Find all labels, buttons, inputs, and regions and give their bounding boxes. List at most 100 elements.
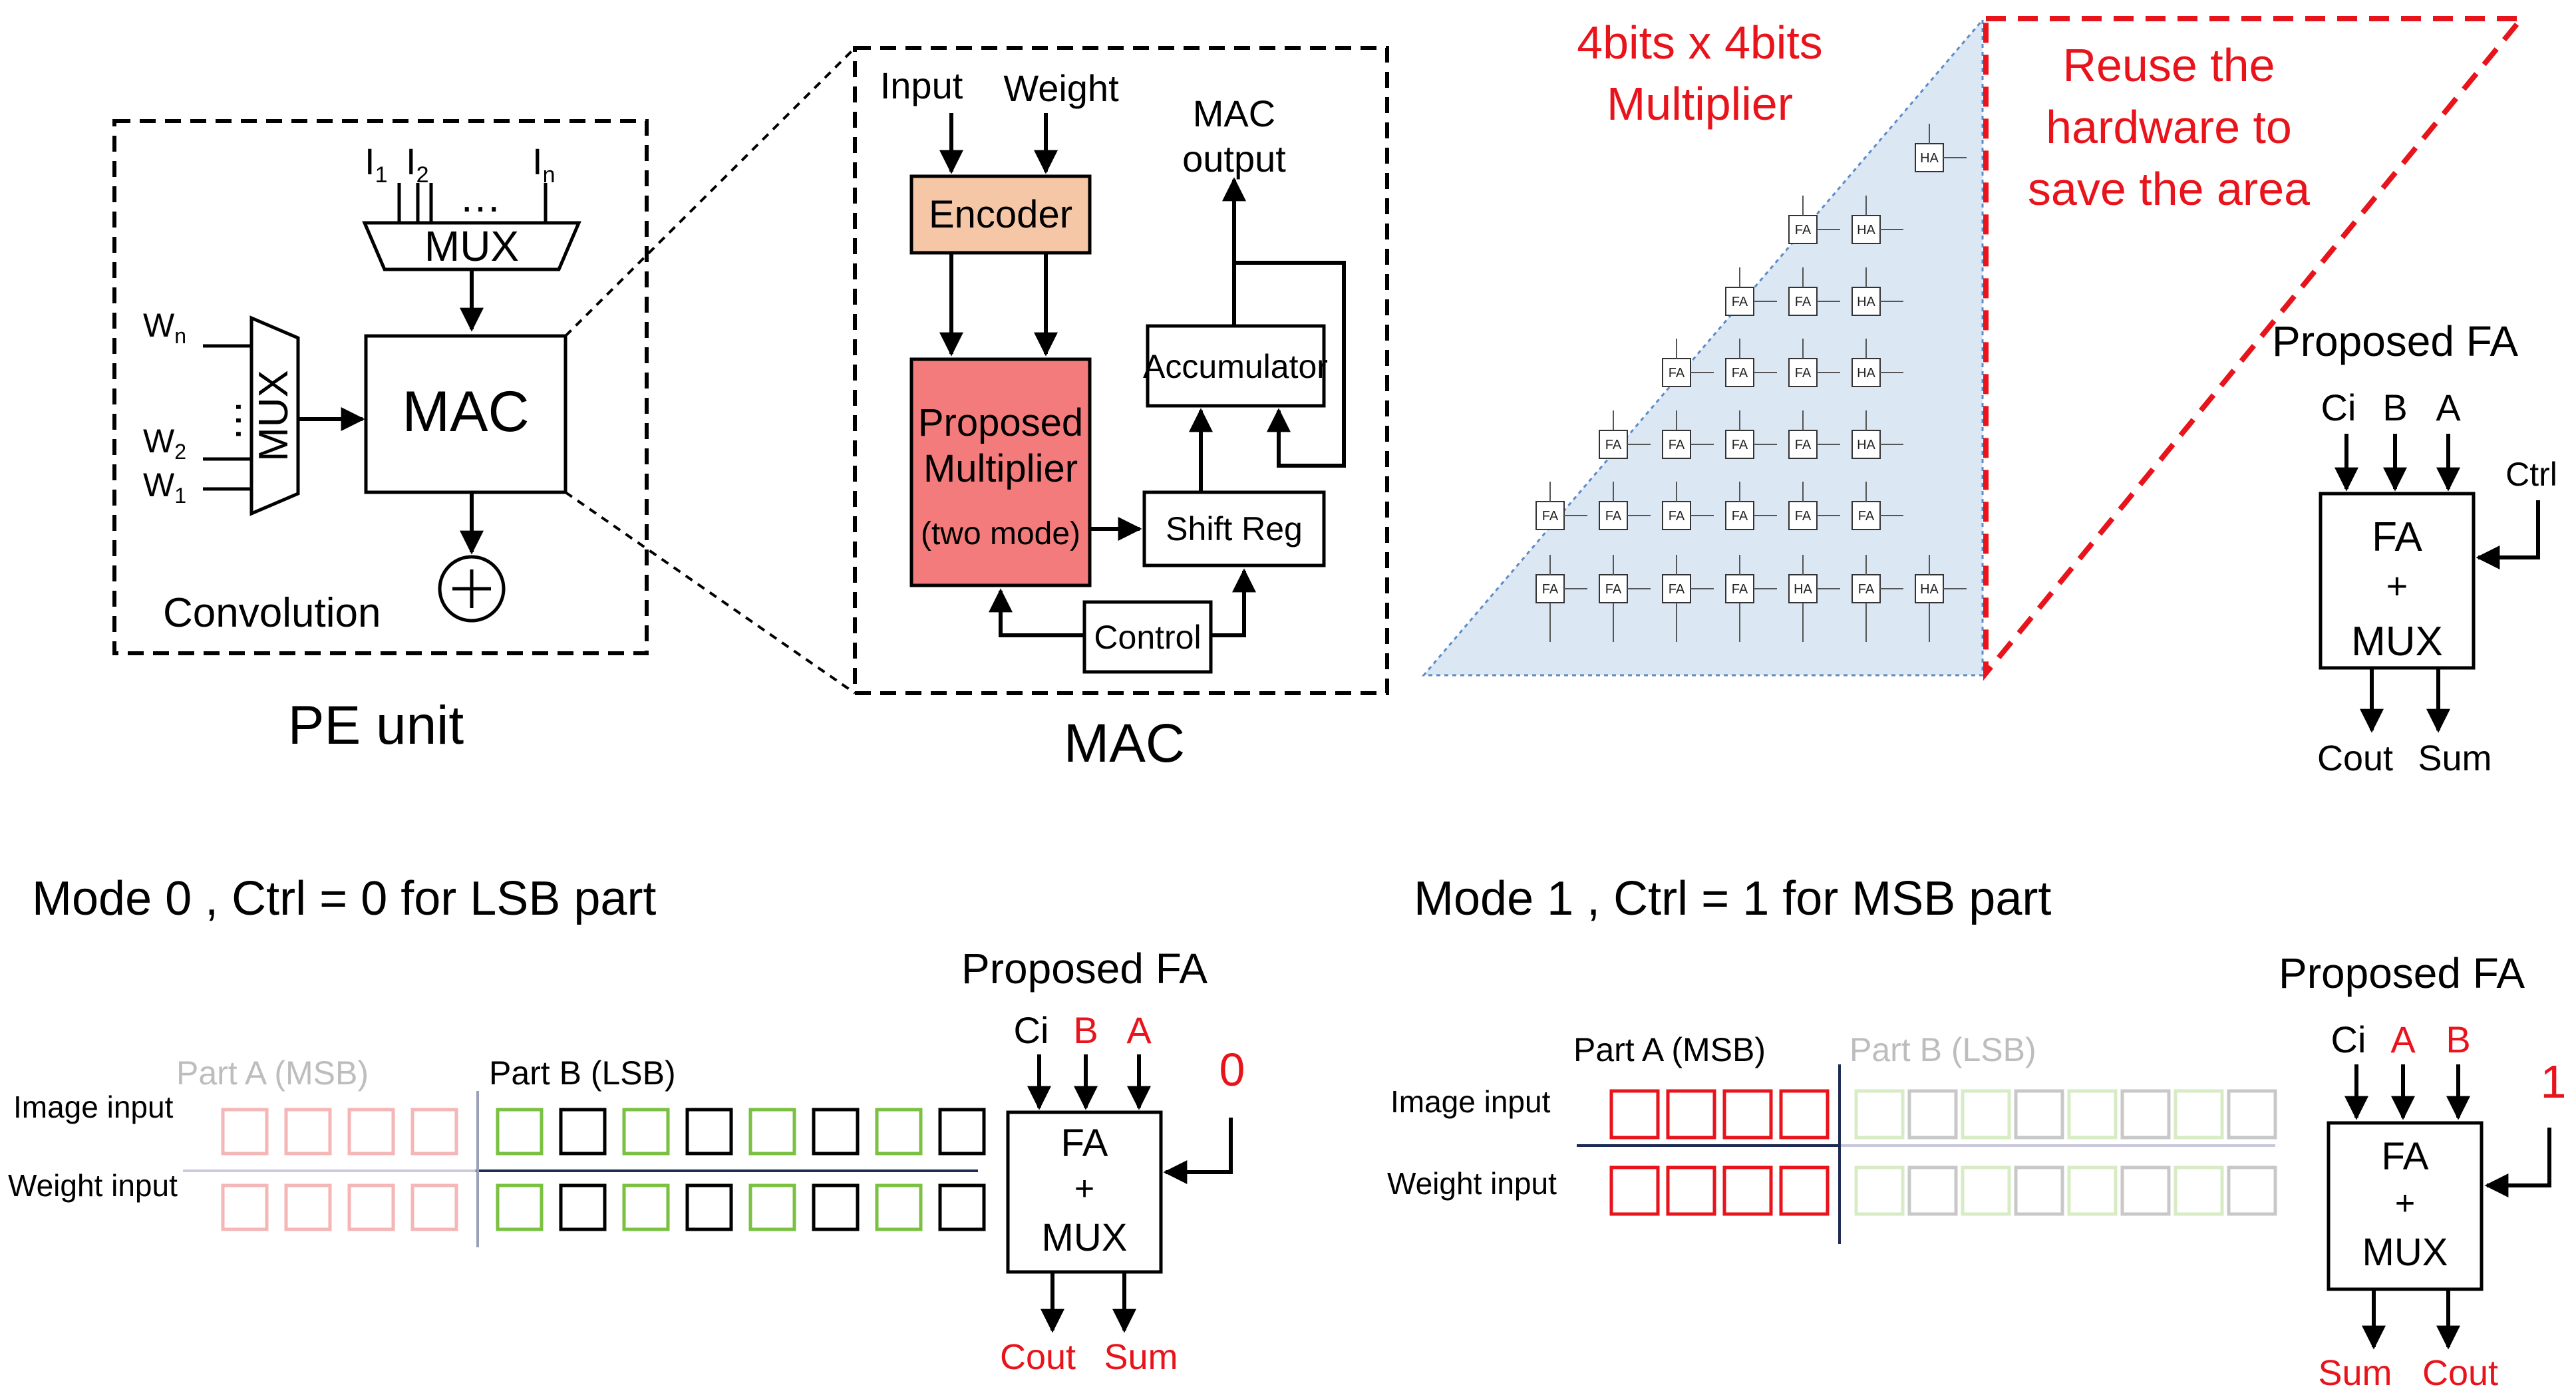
bit-box [2120, 1165, 2171, 1216]
multiplier-cell-label: FA [1542, 582, 1559, 597]
pe-w-2: W2 [143, 422, 186, 464]
mac-caption: MAC [1064, 713, 1185, 774]
mode1-bit-boxes [1609, 1089, 2277, 1216]
bit-box [496, 1108, 544, 1156]
multiplier-cell-label: FA [1669, 438, 1685, 452]
proposed-multiplier-label-2: Multiplier [923, 447, 1078, 490]
pe-unit-caption: PE unit [288, 695, 464, 756]
mode0-part-b: Part B (LSB) [489, 1054, 676, 1092]
multiplier-cell-label: FA [1732, 295, 1748, 309]
multiplier-cell-label: FA [1605, 582, 1622, 597]
bit-box [1609, 1089, 1660, 1140]
mode-0-panel: Mode 0 , Ctrl = 0 for LSB part Part A (M… [8, 872, 1245, 1377]
bit-box [1722, 1165, 1773, 1216]
bit-box [2067, 1089, 2118, 1140]
multiplier-cell-fa [1662, 501, 1691, 530]
bit-box [2067, 1165, 2118, 1216]
mode1-fa-title: Proposed FA [2279, 949, 2525, 997]
accumulator-block [1146, 324, 1326, 408]
bit-box [812, 1108, 860, 1156]
mode1-part-a: Part A (MSB) [1573, 1031, 1766, 1068]
bit-box [221, 1183, 269, 1231]
mac-output-label-2: output [1182, 138, 1286, 180]
bit-box [812, 1183, 860, 1231]
multiplier-cell-label: HA [1920, 151, 1939, 166]
accumulator-label: Accumulator [1143, 348, 1328, 385]
pe-dashed-border [112, 119, 649, 655]
pe-mac-label: MAC [402, 380, 529, 444]
mode1-weight-input: Weight input [1387, 1166, 1557, 1201]
bit-box [622, 1108, 670, 1156]
mac-output-label-1: MAC [1193, 92, 1275, 134]
mac-input-label: Input [880, 65, 963, 106]
multiplier-cell-fa [1788, 287, 1818, 316]
fa-top-fa: FA [2372, 514, 2422, 560]
multiplier-cell-label: FA [1795, 295, 1812, 309]
bit-box [284, 1183, 332, 1231]
pe-w-n: Wn [143, 307, 186, 348]
bit-box [2227, 1089, 2277, 1140]
pe-top-mux-label: MUX [424, 222, 519, 270]
bit-box [1609, 1165, 1660, 1216]
multiplier-cell-label: FA [1732, 438, 1748, 452]
bit-box [1907, 1165, 1958, 1216]
bit-box [622, 1183, 670, 1231]
zoom-line-bottom [564, 491, 856, 695]
pe-convolution-label: Convolution [163, 590, 381, 636]
mode0-b: B [1073, 1009, 1098, 1051]
bit-box [559, 1183, 607, 1231]
bit-box [1961, 1165, 2011, 1216]
mode1-cout: Cout [2422, 1353, 2498, 1393]
fa-top-cout: Cout [2317, 738, 2393, 778]
bit-box [559, 1108, 607, 1156]
multiplier-title-1: 4bits x 4bits [1577, 17, 1823, 69]
mode0-cout: Cout [1000, 1337, 1076, 1377]
mode0-bit-boxes [221, 1108, 986, 1231]
bit-box [1961, 1089, 2011, 1140]
bit-box [685, 1108, 733, 1156]
fa-top-ctrl: Ctrl [2505, 456, 2557, 493]
multiplier-cell-label: FA [1858, 509, 1875, 524]
bit-box [1854, 1165, 1905, 1216]
fa-top-ci: Ci [2321, 387, 2356, 428]
bit-box [1779, 1165, 1830, 1216]
fa-top-title: Proposed FA [2272, 317, 2518, 365]
mode0-part-a: Part A (MSB) [176, 1054, 369, 1092]
fa-top-b: B [2382, 387, 2407, 428]
multiplier-cell-fa [1535, 501, 1565, 530]
mode1-fa: FA [2382, 1135, 2429, 1178]
fa-top-a: A [2436, 387, 2461, 428]
multiplier-cell-label: FA [1858, 582, 1875, 597]
reuse-dashed-triangle [1983, 16, 2527, 681]
bit-box [2014, 1165, 2064, 1216]
pe-unit: I1 I2 … In MUX Wn W2 W1 … MUX MAC Convol… [112, 119, 649, 756]
pe-left-mux [249, 315, 300, 516]
fa-top-block [2319, 492, 2476, 670]
multiplier-cell-fa [1725, 287, 1754, 316]
multiplier-cell-label: FA [1732, 509, 1748, 524]
pe-left-mux-label: MUX [251, 370, 297, 462]
mode-1-panel: Mode 1 , Ctrl = 1 for MSB part Part A (M… [1387, 872, 2566, 1393]
bit-box [2174, 1089, 2224, 1140]
multiplier-title-2: Multiplier [1607, 78, 1793, 130]
mode1-b: B [2446, 1018, 2470, 1060]
proposed-fa-top: Proposed FA Ci B A Ctrl FA + MUX Cout Su… [2272, 317, 2557, 778]
multiplier-cell-label: HA [1857, 366, 1875, 381]
multiplier-cell-label: HA [1794, 582, 1812, 597]
mode1-plus: + [2395, 1184, 2415, 1223]
multiplier-cell-label: FA [1669, 509, 1685, 524]
proposed-multiplier-block [909, 357, 1092, 587]
mode1-a: A [2390, 1018, 2416, 1060]
pe-mac-block [364, 334, 567, 494]
mode1-part-b: Part B (LSB) [1850, 1031, 2036, 1068]
control-label: Control [1094, 619, 1201, 656]
bit-box [284, 1108, 332, 1156]
multiplier-cell-fa [1662, 574, 1691, 603]
mode0-ctrl-value: 0 [1219, 1044, 1245, 1096]
mac-dashed-border [853, 46, 1389, 695]
multiplier-cell-label: FA [1732, 366, 1748, 381]
shift-reg-label: Shift Reg [1166, 510, 1303, 547]
mode0-mux: MUX [1042, 1216, 1128, 1259]
